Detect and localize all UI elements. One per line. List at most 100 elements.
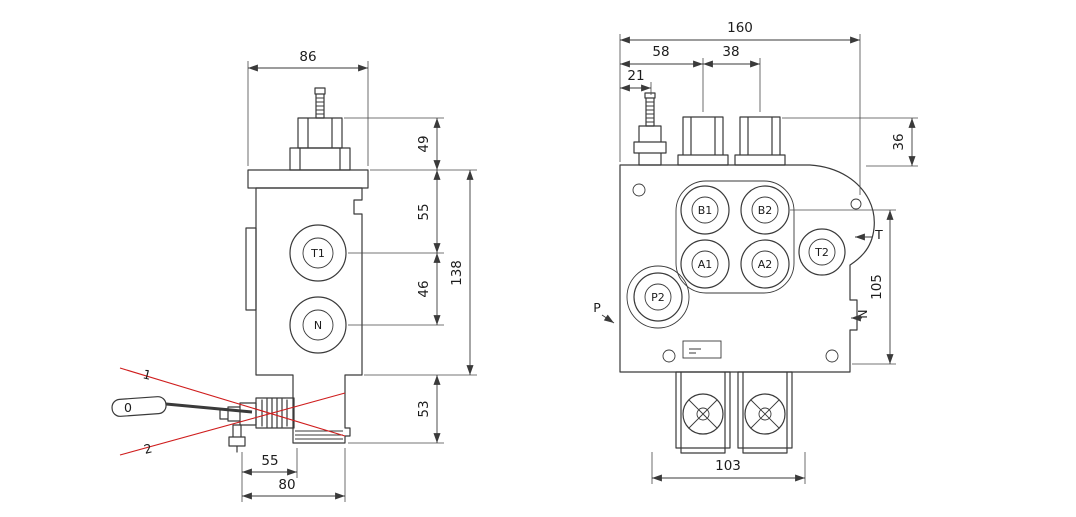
body-outline-front <box>619 164 875 373</box>
dim-label-86: 86 <box>299 49 316 65</box>
dim-relief-height: 49 <box>416 117 441 170</box>
port-boss-contour <box>675 180 795 294</box>
relief-stem-knurl <box>316 97 324 115</box>
valve-body-front <box>619 164 875 373</box>
port-p2: P2 <box>633 272 683 322</box>
dim-lever-to-boss: 55 <box>242 453 297 476</box>
p-flow-label: P <box>593 300 601 315</box>
position-line-2 <box>119 392 346 456</box>
lever-position-2-label: 2 <box>142 440 153 456</box>
dim-left-to-first-cap: 58 <box>620 44 703 68</box>
dim-label-38: 38 <box>722 44 739 60</box>
relief-cap <box>297 117 343 149</box>
dim-label-49: 49 <box>416 135 432 152</box>
side-port-boss <box>245 227 257 311</box>
t-flow-arrow: T <box>855 227 883 242</box>
port-b2-label: B2 <box>758 204 773 217</box>
port-t1-label: T1 <box>310 247 325 260</box>
body-top-band <box>247 169 369 189</box>
port-b1-label: B1 <box>698 204 713 217</box>
port-t1: T1 <box>289 224 347 282</box>
front-view-dimensions: 160 58 38 21 36 105 <box>619 20 918 484</box>
lever-assembly: 0 <box>111 396 295 453</box>
relief-valve-side <box>289 87 351 171</box>
dim-cap-height: 36 <box>891 117 916 166</box>
port-n-label: N <box>314 319 322 332</box>
bolt-hole-top-right <box>850 198 862 210</box>
side-view-dimensions: 86 49 55 46 138 53 <box>241 49 477 502</box>
valve-body-side <box>245 169 369 444</box>
dim-body-height: 138 <box>449 170 474 375</box>
t-flow-label: T <box>874 227 883 242</box>
dim-label-138: 138 <box>449 260 465 286</box>
dim-label-80: 80 <box>278 477 295 493</box>
dim-body-width: 86 <box>248 49 368 72</box>
spool-section-1 <box>675 371 731 454</box>
front-view: B1 B2 A1 A2 T2 P2 P T <box>593 20 918 484</box>
drain-fitting <box>228 424 246 453</box>
dim-label-103: 103 <box>715 458 741 474</box>
dim-lever-to-body: 80 <box>242 477 345 500</box>
port-cap-2 <box>734 116 786 166</box>
extension-lines-front <box>619 34 918 484</box>
nameplate <box>682 340 722 359</box>
port-a1-label: A1 <box>698 258 713 271</box>
lever-neutral-label: 0 <box>124 400 132 415</box>
lever-handle <box>111 396 167 417</box>
port-n-inner <box>302 309 334 341</box>
dim-label-46: 46 <box>416 280 432 297</box>
port-t2-label: T2 <box>814 246 829 259</box>
dim-sections-width: 103 <box>652 458 805 482</box>
dim-left-to-relief: 21 <box>620 68 651 92</box>
port-cap-1 <box>677 116 729 166</box>
port-a2: A2 <box>740 239 790 289</box>
lever-clevis <box>219 402 257 426</box>
dim-label-53: 53 <box>416 400 432 417</box>
port-n-outer <box>289 296 347 354</box>
port-p2-label: P2 <box>651 291 665 304</box>
bolt-hole-bottom-right <box>825 349 839 363</box>
dim-label-160: 160 <box>727 20 753 36</box>
dim-ports-height: 105 <box>869 210 894 364</box>
dim-label-55-top: 55 <box>416 203 432 220</box>
relief-valve-front <box>633 92 667 166</box>
n-flow-arrow: N <box>851 309 870 322</box>
port-a1: A1 <box>680 239 730 289</box>
side-view: T1 N 0 1 2 86 <box>111 49 477 502</box>
port-t1-outer <box>289 224 347 282</box>
dim-top-to-t1: 55 <box>416 170 441 253</box>
port-t2: T2 <box>798 228 846 276</box>
extension-lines <box>241 61 477 502</box>
spool-boot <box>255 397 295 429</box>
relief-base <box>289 147 351 171</box>
port-n: N <box>289 296 347 354</box>
lever-rod <box>165 402 253 414</box>
p-flow-arrow: P <box>593 300 615 324</box>
relief-stem-front <box>644 92 656 127</box>
port-b1: B1 <box>680 185 730 235</box>
dim-label-21: 21 <box>627 68 644 84</box>
bolt-hole-top-left <box>632 183 646 197</box>
port-a2-label: A2 <box>758 258 773 271</box>
relief-cap-front <box>633 125 667 166</box>
position-line-1 <box>119 367 346 437</box>
lever-position-1-label: 1 <box>141 366 152 382</box>
dim-label-58: 58 <box>652 44 669 60</box>
lever-position-lines: 1 2 <box>119 366 346 457</box>
port-t1-inner <box>302 237 334 269</box>
dim-label-36: 36 <box>891 133 907 150</box>
dim-total-width: 160 <box>620 20 860 44</box>
dim-label-105: 105 <box>869 274 885 300</box>
dim-cap-to-cap: 38 <box>703 44 760 68</box>
port-b2: B2 <box>740 185 790 235</box>
dim-label-55-bottom: 55 <box>261 453 278 469</box>
relief-knurl-front <box>646 101 654 123</box>
relief-stem <box>314 87 326 119</box>
bolt-hole-bottom-left <box>662 349 676 363</box>
dim-t1-to-n: 46 <box>416 253 441 325</box>
n-flow-label: N <box>855 309 870 318</box>
dim-bottom-boss: 53 <box>416 375 441 443</box>
boss-thread-lines <box>295 430 343 440</box>
